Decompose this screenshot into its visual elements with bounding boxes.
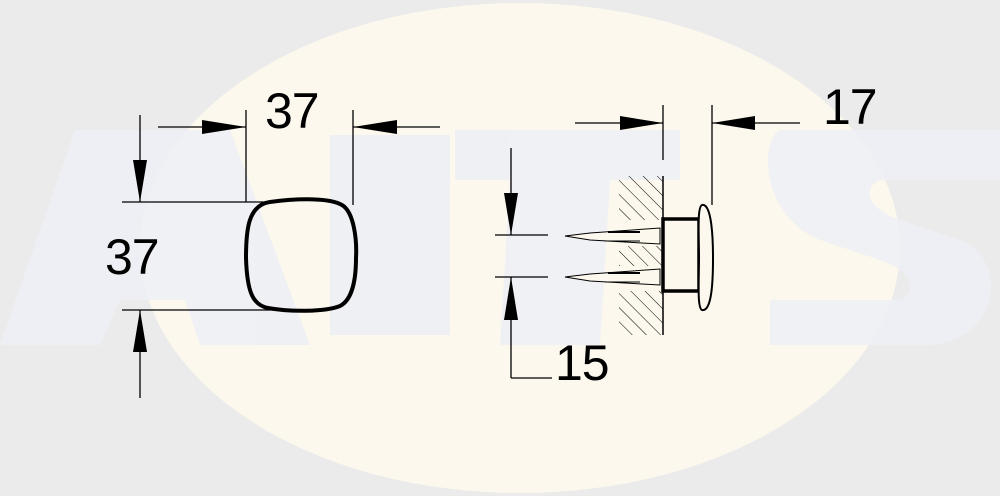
arrow-right-icon [620,116,663,130]
screw-lower [564,268,661,286]
arrow-up-icon [504,277,518,320]
knob-body [661,217,701,293]
screw-spacing-label: 15 [555,335,610,391]
watermark-letters [0,130,1000,345]
knob-cap [697,204,715,311]
screw-upper [564,227,661,245]
arrow-up-icon [133,310,147,352]
side-view [495,105,800,379]
side-depth-label: 17 [823,79,878,135]
arrow-right-icon [202,120,246,134]
arrow-down-icon [133,160,147,202]
arrow-down-icon [504,193,518,235]
front-height-label: 37 [105,229,160,285]
arrow-left-icon [353,120,397,134]
front-view [122,110,440,398]
arrow-left-icon [712,116,755,130]
knob-outline [243,197,359,313]
front-width-label: 37 [265,83,320,139]
